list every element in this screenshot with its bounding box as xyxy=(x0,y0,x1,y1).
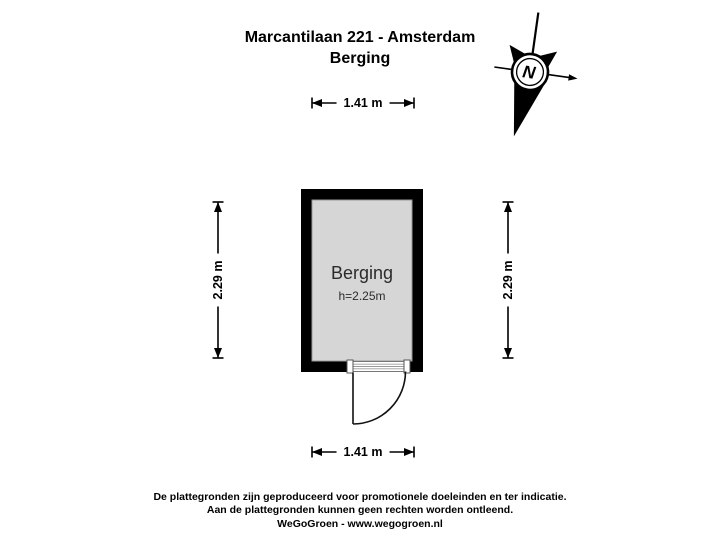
title-address: Marcantilaan 221 - Amsterdam xyxy=(244,29,476,46)
door-post-right xyxy=(403,359,411,374)
dimension-label-left: 2.29 m xyxy=(208,253,228,307)
dimension-label-bottom: 1.41 m xyxy=(336,442,390,462)
footer-disclaimer: De plattegronden zijn geproduceerd voor … xyxy=(0,491,720,531)
compass-south-wedge xyxy=(513,75,546,137)
room-label: Berging h=2.25m xyxy=(312,262,412,304)
door-swing-arc xyxy=(352,371,407,425)
compass-north-label: N xyxy=(521,61,537,83)
page-title: Marcantilaan 221 - Amsterdam Berging xyxy=(0,27,720,69)
dimension-label-right: 2.29 m xyxy=(498,253,518,307)
compass-nw-point xyxy=(509,44,529,66)
compass-inner-ring xyxy=(515,57,545,87)
disclaimer-line-2: Aan de plattegronden kunnen geen rechten… xyxy=(206,504,514,517)
disclaimer-line-1: De plattegronden zijn geproduceerd voor … xyxy=(153,491,567,503)
room-ceiling-height: h=2.25m xyxy=(338,289,386,303)
title-subject: Berging xyxy=(329,50,391,67)
compass-ne-point xyxy=(536,51,558,71)
floorplan-drawing xyxy=(301,189,423,425)
compass-east-arrow xyxy=(568,74,578,81)
room-floor xyxy=(311,199,413,362)
compass-ew-line xyxy=(494,66,570,79)
compass-outer-ring xyxy=(510,52,550,92)
room-name: Berging xyxy=(330,263,394,283)
door-post-left xyxy=(346,359,354,374)
dimension-label-top: 1.41 m xyxy=(336,93,390,113)
compass-rose-icon: N xyxy=(494,12,578,137)
branding-line: WeGoGroen - www.wegogroen.nl xyxy=(277,517,443,530)
